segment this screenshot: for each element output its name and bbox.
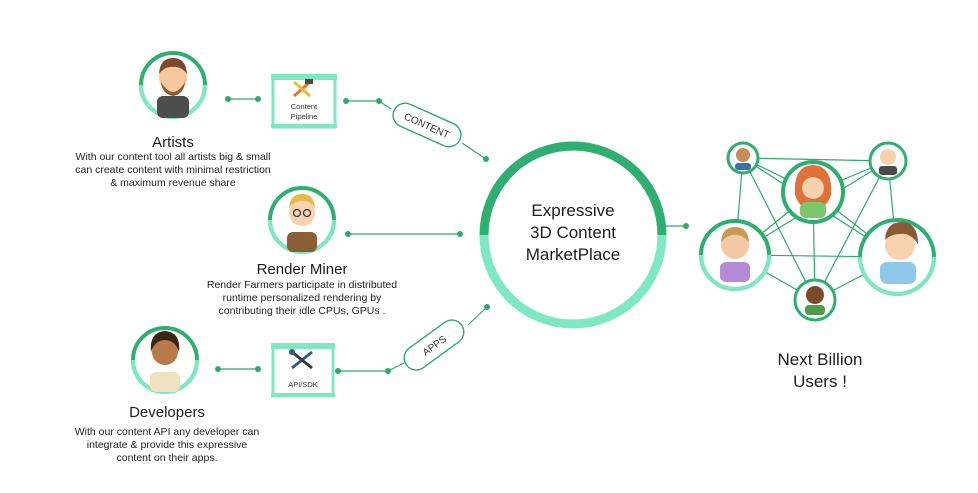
content-pipeline-box: Content Pipeline	[271, 74, 337, 129]
developers-title: Developers	[129, 404, 205, 421]
developers-description: With our content API any developer can i…	[42, 426, 292, 465]
users-label-line: Users !	[793, 372, 847, 391]
api-sdk-label: API/SDK	[288, 380, 318, 389]
user-avatar-6	[858, 218, 936, 296]
users-label: Next Billion Users !	[740, 349, 900, 393]
hub-label-line: 3D Content	[530, 223, 616, 242]
hub-label-line: Expressive	[531, 201, 615, 220]
artist-avatar	[139, 51, 207, 119]
render-miner-avatar	[268, 186, 336, 254]
wrench-screwdriver-icon	[289, 349, 313, 370]
user-avatar-4	[699, 219, 771, 291]
render-miner-description: Render Farmers participate in distribute…	[177, 279, 427, 318]
user-avatar-5	[793, 278, 837, 322]
developers-desc-line: content on their apps.	[116, 452, 218, 464]
pipeline-label-2: Pipeline	[291, 112, 318, 121]
hub-label: Expressive 3D Content MarketPlace	[493, 200, 653, 266]
user-avatar-3	[868, 141, 908, 181]
artists-desc-line: & maximum revenue share	[110, 177, 236, 189]
render-miner-desc-line: contributing their idle CPUs, GPUs .	[218, 305, 386, 317]
users-label-line: Next Billion	[777, 350, 863, 369]
artists-desc-line: With our content tool all artists big & …	[75, 151, 271, 163]
content-tag: CONTENT	[392, 102, 462, 148]
hub-circle	[479, 141, 667, 329]
artists-description: With our content tool all artists big & …	[48, 151, 298, 190]
user-avatar-2	[781, 160, 845, 224]
artists-desc-line: can create content with minimal restrict…	[75, 164, 271, 176]
developers-desc-line: With our content API any developer can	[74, 426, 260, 438]
user-avatar-1	[726, 141, 760, 175]
hub-label-line: MarketPlace	[525, 245, 621, 264]
tools-icon	[293, 79, 313, 98]
render-miner-desc-line: runtime personalized rendering by	[222, 292, 382, 304]
pipeline-label-1: Content	[291, 102, 318, 111]
render-miner-desc-line: Render Farmers participate in distribute…	[206, 279, 398, 291]
artists-title: Artists	[152, 134, 194, 151]
api-sdk-box: API/SDK	[271, 343, 335, 398]
developers-desc-line: integrate & provide this expressive	[86, 439, 248, 451]
render-miner-title: Render Miner	[256, 261, 348, 278]
apps-tag: APPS	[403, 319, 465, 371]
developer-avatar	[131, 326, 199, 394]
